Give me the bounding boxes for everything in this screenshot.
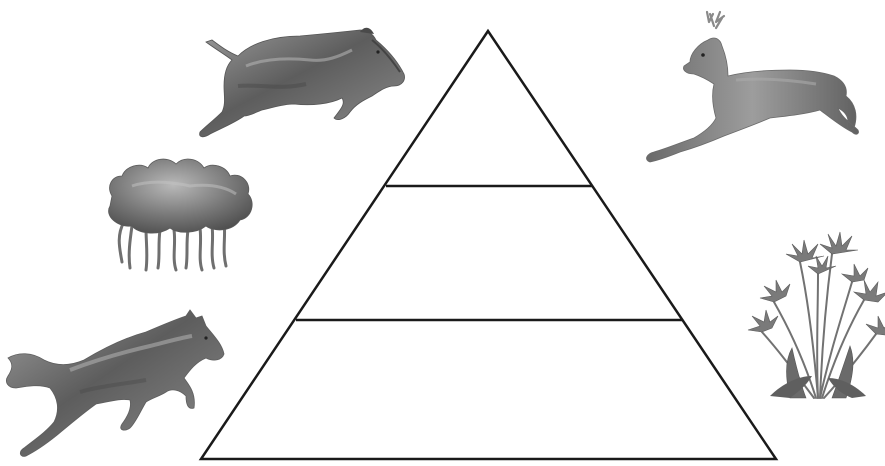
- shrub-icon: [109, 159, 253, 270]
- grass-plant-icon: [748, 232, 885, 398]
- wolf-icon: [6, 310, 224, 456]
- wild-boar-icon: [200, 28, 405, 137]
- roe-deer-icon: [647, 12, 859, 162]
